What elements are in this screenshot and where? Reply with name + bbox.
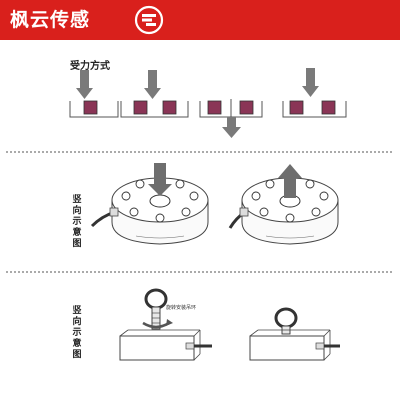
eyebolt-load-cell-left: 旋转安装吊环 <box>119 288 212 361</box>
header-bar: 枫云传感 <box>0 0 400 40</box>
force-diagram-4 <box>282 68 347 118</box>
brand-title: 枫云传感 <box>10 9 91 31</box>
force-mode-title: 受力方式 <box>70 61 110 72</box>
rotate-eyebolt-tag: 旋转安装吊环 <box>166 304 196 311</box>
force-diagram-1 <box>69 70 119 118</box>
vertical-diagram-label-1: 竖向示意图 <box>72 195 82 249</box>
force-diagram-3 <box>199 99 263 138</box>
eyebolt-load-cell-right <box>249 307 340 361</box>
spoke-load-cell-left <box>90 163 209 245</box>
sf-logo-icon <box>134 5 164 35</box>
force-diagram-2 <box>120 70 189 118</box>
vertical-diagram-label-2: 竖向示意图 <box>72 306 82 360</box>
spoke-load-cell-right <box>228 164 339 245</box>
